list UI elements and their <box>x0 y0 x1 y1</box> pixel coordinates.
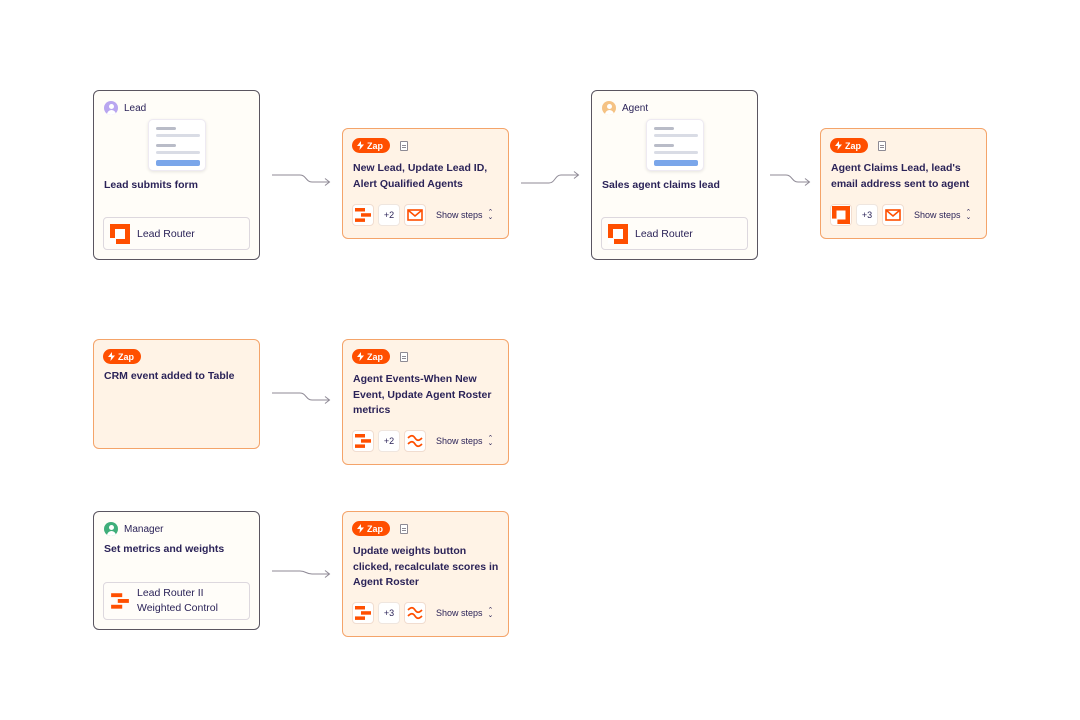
zap-badge: Zap <box>352 138 391 153</box>
zap-card[interactable]: Zap Update weights button clicked, recal… <box>342 511 509 637</box>
document-icon[interactable] <box>878 141 886 151</box>
trigger-zap-card[interactable]: Zap CRM event added to Table <box>93 339 260 449</box>
chevron-up-down-icon: ⌃⌄ <box>965 209 972 221</box>
app-name: Lead Router <box>635 227 693 240</box>
lead-router-stack-icon <box>352 430 374 452</box>
app-name: Lead Router <box>137 227 195 240</box>
extra-steps-count: +2 <box>378 430 400 452</box>
zap-steps: +2 Show steps ⌃⌄ <box>352 204 493 226</box>
role-name: Lead <box>124 102 147 114</box>
step-title: Set metrics and weights <box>104 543 225 555</box>
lead-router-stack-icon <box>110 591 130 611</box>
show-steps-toggle[interactable]: Show steps ⌃⌄ <box>436 435 494 447</box>
show-steps-toggle[interactable]: Show steps ⌃⌄ <box>436 209 494 221</box>
role-label: Manager <box>104 522 163 536</box>
formatter-icon <box>404 602 426 624</box>
bolt-icon <box>357 352 364 361</box>
zap-steps: +3 Show steps ⌃⌄ <box>830 204 971 226</box>
chevron-up-down-icon: ⌃⌄ <box>487 209 494 221</box>
document-icon[interactable] <box>400 141 408 151</box>
role-label: Agent <box>602 101 648 115</box>
bolt-icon <box>108 352 115 361</box>
connector-arrow <box>272 174 331 186</box>
form-icon <box>148 119 206 171</box>
zap-badge: Zap <box>352 349 391 364</box>
lead-router-icon <box>830 204 852 226</box>
zap-title: Agent Claims Lead, lead's email address … <box>831 162 970 190</box>
zap-title: Agent Events-When New Event, Update Agen… <box>353 373 492 416</box>
app-chip[interactable]: Lead Router II Weighted Control <box>103 582 250 620</box>
app-chip[interactable]: Lead Router <box>601 217 748 250</box>
email-icon <box>404 204 426 226</box>
role-label: Lead <box>104 101 146 115</box>
zap-steps: +2 Show steps ⌃⌄ <box>352 430 493 452</box>
zap-card[interactable]: Zap Agent Claims Lead, lead's email addr… <box>820 128 987 239</box>
agent-step-card[interactable]: Agent Sales agent claims lead Lead Route… <box>591 90 758 260</box>
step-title: Sales agent claims lead <box>602 179 720 191</box>
zap-card[interactable]: Zap Agent Events-When New Event, Update … <box>342 339 509 465</box>
role-name: Agent <box>622 102 649 114</box>
connector-arrow <box>272 570 331 578</box>
form-icon <box>646 119 704 171</box>
connector-arrow <box>521 171 580 184</box>
bolt-icon <box>835 141 842 150</box>
show-steps-toggle[interactable]: Show steps ⌃⌄ <box>436 607 494 619</box>
connector-arrow <box>272 392 331 404</box>
lead-router-stack-icon <box>352 602 374 624</box>
step-title: Lead submits form <box>104 179 198 191</box>
zap-title: CRM event added to Table <box>104 370 235 382</box>
zap-badge: Zap <box>830 138 869 153</box>
bolt-icon <box>357 524 364 533</box>
zap-steps: +3 Show steps ⌃⌄ <box>352 602 493 624</box>
user-avatar-icon <box>104 522 118 536</box>
manager-step-card[interactable]: Manager Set metrics and weights Lead Rou… <box>93 511 260 630</box>
zap-title: Update weights button clicked, recalcula… <box>353 545 499 588</box>
document-icon[interactable] <box>400 352 408 362</box>
app-name: Lead Router II Weighted Control <box>137 587 218 614</box>
bolt-icon <box>357 141 364 150</box>
zap-card[interactable]: Zap New Lead, Update Lead ID, Alert Qual… <box>342 128 509 239</box>
lead-router-icon <box>110 223 130 244</box>
zap-badge: Zap <box>352 521 391 536</box>
chevron-up-down-icon: ⌃⌄ <box>487 435 494 447</box>
extra-steps-count: +3 <box>378 602 400 624</box>
zap-title: New Lead, Update Lead ID, Alert Qualifie… <box>353 162 488 190</box>
app-chip[interactable]: Lead Router <box>103 217 250 250</box>
document-icon[interactable] <box>400 524 408 534</box>
email-icon <box>882 204 904 226</box>
user-avatar-icon <box>104 101 118 115</box>
formatter-icon <box>404 430 426 452</box>
lead-router-icon <box>608 223 628 244</box>
user-avatar-icon <box>602 101 616 115</box>
lead-step-card[interactable]: Lead Lead submits form Lead Router <box>93 90 260 260</box>
role-name: Manager <box>124 523 164 535</box>
show-steps-toggle[interactable]: Show steps ⌃⌄ <box>914 209 972 221</box>
lead-router-stack-icon <box>352 204 374 226</box>
extra-steps-count: +2 <box>378 204 400 226</box>
connector-arrow <box>770 174 811 186</box>
zap-badge: Zap <box>103 349 142 364</box>
extra-steps-count: +3 <box>856 204 878 226</box>
chevron-up-down-icon: ⌃⌄ <box>487 607 494 619</box>
